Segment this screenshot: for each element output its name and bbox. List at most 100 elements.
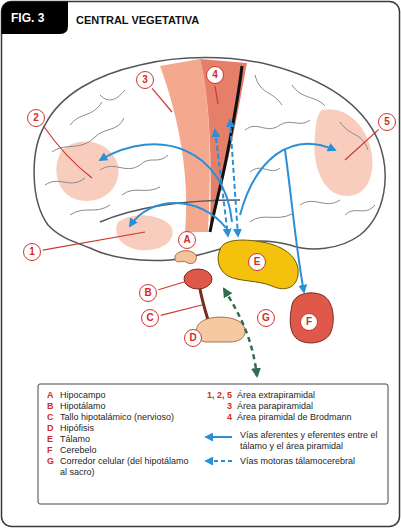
callout-text: C [146, 313, 153, 323]
legend-text: Hipófisis [60, 423, 94, 433]
leader-line [159, 282, 185, 290]
legend-key: B [47, 401, 54, 412]
legend-text: Hipotálamo [60, 401, 106, 411]
callout-text: B [144, 288, 151, 298]
central-sulcus [210, 66, 242, 232]
gyri-lines [45, 75, 375, 222]
callout-circle: 5 [378, 113, 396, 131]
gyrus-line [292, 85, 325, 106]
extrapyramidal-area [56, 142, 118, 201]
leader-line [152, 88, 172, 112]
pathway-arrow [130, 203, 226, 228]
legend-text: Área extrapiramidal [237, 390, 315, 400]
legend-entry: Tallo hipotalámico (nervioso) [60, 412, 192, 423]
callout-circle: 1 [23, 243, 41, 261]
leader-line [345, 129, 379, 160]
callout-text: 2 [33, 113, 39, 123]
legend-text: Área parapiramidal [237, 401, 313, 411]
callout-circle: F [300, 313, 318, 331]
afferent-pathways [100, 120, 335, 292]
legend-entry: Área piramidal de Brodmann [237, 412, 385, 423]
hypothalamus-shape [184, 269, 212, 289]
callout-circle: 2 [27, 109, 45, 127]
callout-circle: C [141, 309, 159, 327]
gyrus-line [70, 102, 102, 125]
legend-entry: Área parapiramidal [237, 401, 385, 412]
pathway-arrow [285, 150, 304, 292]
cerebellum-shape [290, 293, 333, 343]
gyrus-line [300, 200, 340, 205]
legend-entry: Hipotálamo [60, 401, 192, 412]
thalamus-shape [218, 240, 298, 289]
leader-line [161, 305, 202, 315]
cell-corridor-arrow [224, 289, 257, 376]
gyrus-line [250, 168, 280, 172]
legend-key: C [47, 412, 54, 423]
legend-text: Tallo hipotalámico (nervioso) [60, 412, 174, 422]
gyrus-line [52, 118, 124, 152]
legend-entry: Corredor celular (del hipotálamo al sacr… [60, 456, 192, 478]
gyrus-line [245, 120, 310, 130]
motor-pathway-arrow [230, 120, 238, 236]
gyrus-line [122, 187, 160, 195]
leader-line [43, 232, 145, 250]
legend-arrow-sample [206, 460, 232, 462]
brain-outline [34, 58, 385, 261]
legend-entry: Cerebelo [60, 445, 192, 456]
motor-pathway-arrow [215, 130, 228, 236]
legend-key: 1, 2, 5 [196, 390, 232, 401]
gyrus-line [45, 178, 85, 185]
pathway-arrow [240, 144, 335, 215]
figure-number: FIG. 3 [11, 11, 44, 25]
gyrus-line [250, 214, 292, 222]
callout-circle: B [139, 284, 157, 302]
callout-circle: A [178, 231, 196, 249]
hypothalamic-stalk [200, 289, 208, 320]
legend-text: Corredor celular (del hipotálamo al sacr… [60, 456, 189, 477]
gyrus-line [100, 90, 125, 100]
legend-entry: Área extrapiramidal [237, 390, 385, 401]
callout-text: D [189, 333, 196, 343]
legend-key: 3 [196, 401, 232, 412]
callout-text: A [183, 235, 190, 245]
legend-key: G [47, 456, 54, 467]
legend-text: Tálamo [60, 434, 90, 444]
legend-entry: Tálamo [60, 434, 192, 445]
callout-text: G [262, 313, 270, 323]
title-tab [2, 2, 69, 35]
callout-text: 1 [29, 247, 35, 257]
legend-entry: Hipófisis [60, 423, 192, 434]
legend-key: A [47, 390, 54, 401]
callout-text: F [306, 317, 312, 327]
legend-key: F [47, 445, 53, 456]
leader-line [44, 126, 93, 178]
extrapyramidal-area [116, 215, 172, 250]
callout-text: E [254, 257, 261, 267]
legend-box [38, 384, 388, 504]
gyrus-line [255, 75, 282, 105]
legend-text: Vías aferentes y eferentes entre el tála… [240, 430, 378, 451]
legend-text: Vías motoras tálamocerebral [240, 456, 355, 466]
legend-text: Cerebelo [60, 445, 97, 455]
legend-key: E [47, 434, 53, 445]
hippocampus-shape [175, 251, 196, 264]
legend-entry: Vías motoras tálamocerebral [240, 456, 383, 467]
hypophysis-shape [196, 317, 245, 342]
legend-entry: Hipocampo [60, 390, 192, 401]
callout-circle: D [184, 329, 202, 347]
callout-circle: E [248, 253, 266, 271]
leader-lines [43, 86, 379, 315]
callout-circle: 3 [136, 71, 154, 89]
legend-text: Área piramidal de Brodmann [237, 412, 352, 422]
legend-key: D [47, 423, 54, 434]
legend-entry: Vías aferentes y eferentes entre el tála… [240, 430, 383, 452]
callout-text: 5 [384, 117, 390, 127]
gyrus-line [100, 155, 168, 170]
gyrus-line [70, 205, 110, 215]
legend-text: Hipocampo [60, 390, 106, 400]
gyrus-line [340, 122, 368, 150]
pathway-arrow [100, 144, 232, 222]
callout-circle: 4 [206, 66, 224, 84]
